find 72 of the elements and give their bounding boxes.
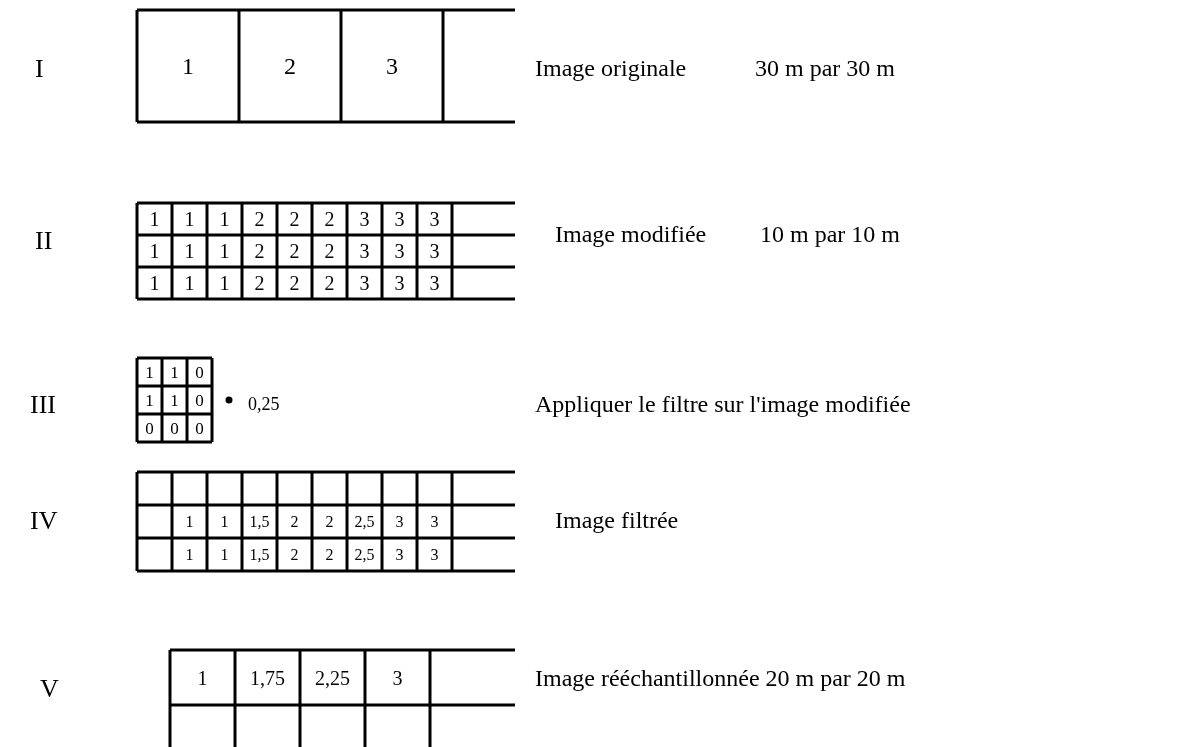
- row-description: Appliquer le filtre sur l'image modifiée: [535, 392, 911, 416]
- cell-value: 2: [284, 54, 296, 78]
- cell-value: 3: [392, 667, 403, 688]
- row-numeral: V: [40, 676, 59, 702]
- cell-value: 0: [195, 391, 204, 409]
- cell-value: 3: [395, 513, 404, 530]
- cell-value: 3: [386, 54, 398, 78]
- cell-value: 3: [429, 273, 440, 293]
- cell-value: 0: [195, 419, 204, 437]
- cell-value: 2: [289, 241, 300, 261]
- cell-value: 1,75: [250, 667, 285, 688]
- cell-value: 3: [394, 273, 405, 293]
- row-description: Image rééchantillonnée 20 m par 20 m: [535, 666, 906, 690]
- cell-value: 1: [185, 513, 194, 530]
- cell-value: 3: [359, 241, 370, 261]
- resolution-text: 10 m par 10 m: [760, 222, 900, 246]
- cell-value: 2,5: [354, 513, 375, 530]
- cell-value: 2: [324, 273, 335, 293]
- cell-value: 0: [145, 419, 154, 437]
- cell-value: 2,25: [315, 667, 350, 688]
- cell-value: 3: [394, 209, 405, 229]
- row-description: Image originale: [535, 56, 687, 80]
- cell-value: 2: [325, 546, 334, 563]
- cell-value: 1: [185, 546, 194, 563]
- cell-value: 1: [219, 209, 230, 229]
- cell-value: 3: [430, 546, 439, 563]
- cell-value: 1: [220, 513, 229, 530]
- cell-value: 2: [290, 513, 299, 530]
- factor-value: 0,25: [248, 395, 280, 413]
- cell-value: 2,5: [354, 546, 375, 563]
- row-description: Image modifiée: [555, 222, 707, 246]
- cell-value: 2: [324, 209, 335, 229]
- cell-value: 3: [429, 209, 440, 229]
- cell-value: 1: [184, 241, 195, 261]
- cell-value: 3: [394, 241, 405, 261]
- cell-value: 0: [170, 419, 179, 437]
- cell-value: 1: [149, 209, 160, 229]
- cell-value: 2: [254, 209, 265, 229]
- cell-value: 2: [289, 209, 300, 229]
- cell-value: 1: [145, 363, 154, 381]
- cell-value: 3: [359, 209, 370, 229]
- cell-value: 3: [429, 241, 440, 261]
- cell-value: 0: [195, 363, 204, 381]
- cell-value: 1: [197, 667, 208, 688]
- resolution-text: 30 m par 30 m: [755, 56, 895, 80]
- cell-value: 2: [324, 241, 335, 261]
- cell-value: 1,5: [249, 513, 270, 530]
- cell-value: 2: [325, 513, 334, 530]
- cell-value: 1: [170, 363, 179, 381]
- cell-value: 2: [290, 546, 299, 563]
- cell-value: 1: [219, 241, 230, 261]
- cell-value: 3: [395, 546, 404, 563]
- cell-value: 1: [145, 391, 154, 409]
- cell-value: 1: [182, 54, 194, 78]
- row-numeral: IV: [30, 508, 58, 534]
- cell-value: 1: [184, 273, 195, 293]
- cell-value: 1: [149, 241, 160, 261]
- row-numeral: II: [35, 228, 53, 254]
- cell-value: 1: [170, 391, 179, 409]
- cell-value: 1: [149, 273, 160, 293]
- cell-value: 1,5: [249, 546, 270, 563]
- cell-value: 3: [359, 273, 370, 293]
- row-numeral: III: [30, 392, 56, 418]
- cell-value: 1: [219, 273, 230, 293]
- row-numeral: I: [35, 56, 44, 82]
- cell-value: 2: [254, 241, 265, 261]
- row-description: Image filtrée: [555, 508, 679, 532]
- cell-value: 1: [220, 546, 229, 563]
- cell-value: 3: [430, 513, 439, 530]
- cell-value: 2: [254, 273, 265, 293]
- cell-value: 2: [289, 273, 300, 293]
- cell-value: 1: [184, 209, 195, 229]
